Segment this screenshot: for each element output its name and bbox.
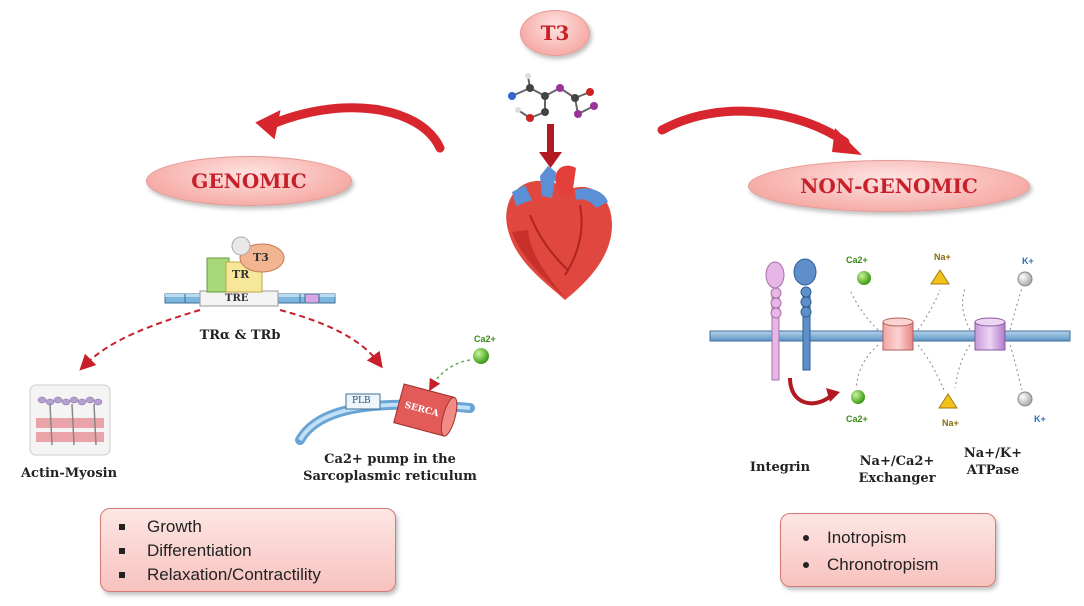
exchanger-label-line2: Exchanger (858, 471, 936, 486)
receptors-label: TRα & TRb (199, 328, 281, 343)
bullet-icon (803, 561, 809, 568)
atpase-label-line2: ATPase (966, 463, 1020, 478)
k-ion-top-icon (1017, 271, 1033, 287)
ca-ion-top-icon (857, 271, 871, 285)
genomic-pill: GENOMIC (146, 156, 352, 206)
bullet-icon (119, 572, 125, 578)
pump-label-line2: Sarcoplasmic reticulum (303, 469, 477, 484)
na-ion-bottom-icon (938, 393, 958, 409)
effect-item: Relaxation/Contractility (119, 563, 395, 587)
effect-text: Differentiation (147, 541, 252, 560)
effect-text: Growth (147, 517, 202, 536)
effect-text: Relaxation/Contractility (147, 565, 321, 584)
serca-ca-label: Ca2+ (474, 334, 496, 344)
actin-myosin-label: Actin-Myosin (20, 466, 118, 481)
non-genomic-effects-box: Inotropism Chronotropism (780, 513, 996, 587)
atpase-icon (974, 317, 1006, 351)
serca-pump-icon (295, 348, 489, 445)
ca-ion-bottom-icon (851, 390, 865, 404)
arrow-to-non-genomic (657, 106, 862, 155)
dashed-arrow-right (279, 309, 383, 369)
effect-item: Chronotropism (803, 551, 995, 578)
effect-item: Growth (119, 515, 395, 539)
bullet-icon (119, 548, 125, 554)
down-arrow-icon (539, 124, 562, 168)
non-genomic-pill: NON-GENOMIC (748, 160, 1030, 212)
exchanger-label-line1: Na+/Ca2+ (859, 454, 935, 469)
t3-molecule-icon (508, 73, 598, 122)
ca-bottom-label: Ca2+ (846, 414, 868, 424)
atpase-label-line1: Na+/K+ (963, 446, 1023, 461)
integrin-icon (765, 258, 840, 406)
ion-flow-paths (849, 287, 1023, 391)
na-top-label: Na+ (934, 252, 951, 262)
ca-top-label: Ca2+ (846, 255, 868, 265)
k-top-label: K+ (1022, 256, 1034, 266)
na-bottom-label: Na+ (942, 418, 959, 428)
bullet-icon (803, 534, 809, 541)
pump-label-line1: Ca2+ pump in the (324, 452, 456, 467)
k-ion-bottom-icon (1017, 391, 1033, 407)
plb-label: PLB (352, 396, 371, 406)
integrin-label: Integrin (749, 460, 811, 475)
tr-label: TR (232, 268, 250, 281)
t3-complex-label: T3 (253, 251, 269, 264)
effect-text: Chronotropism (827, 554, 939, 574)
effect-item: Inotropism (803, 524, 995, 551)
na-ion-top-icon (930, 269, 950, 285)
dashed-arrow-left (79, 309, 201, 371)
effect-item: Differentiation (119, 539, 395, 563)
exchanger-icon (882, 317, 914, 351)
effect-text: Inotropism (827, 527, 907, 547)
heart-icon (506, 165, 612, 300)
tre-complex (164, 236, 336, 307)
t3-title-pill: T3 (520, 10, 590, 56)
actin-myosin-icon (29, 384, 111, 456)
bullet-icon (119, 524, 125, 530)
k-bottom-label: K+ (1034, 414, 1046, 424)
genomic-effects-box: Growth Differentiation Relaxation/Contra… (100, 508, 396, 592)
tre-label: TRE (225, 293, 249, 304)
arrow-to-genomic (255, 103, 445, 153)
